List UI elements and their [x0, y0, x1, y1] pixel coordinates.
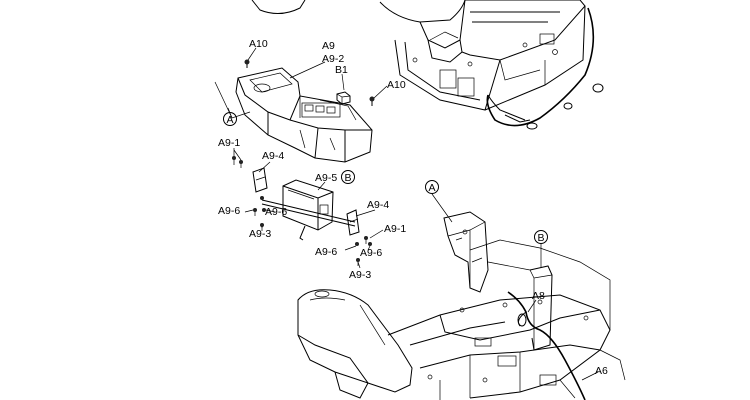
marker-b-right: B: [534, 230, 548, 244]
label-a8: A8: [532, 290, 545, 302]
callout-labels: A10 A9 A9-2 B1 A10 A9-1 A9-4 A9-5 A9-6 A…: [218, 38, 608, 377]
label-a6: A6: [595, 365, 608, 377]
screw-a10-right: [369, 96, 375, 106]
marker-b-mid-text: B: [344, 172, 351, 184]
label-a9-2: A9-2: [322, 53, 344, 65]
marker-b-right-text: B: [537, 232, 544, 244]
label-a9-3-right: A9-3: [349, 269, 371, 281]
marker-a-left: A: [223, 112, 237, 126]
screw-a10-top: [244, 59, 250, 68]
bracket-a9-4-left: [252, 167, 268, 193]
upper-frame-assembly: [251, 0, 604, 130]
label-a9-1-left: A9-1: [218, 137, 240, 149]
control-module-a9-5: [282, 179, 334, 241]
marker-a-right: A: [425, 180, 439, 194]
label-a9-6-left: A9-6: [265, 206, 287, 218]
label-a9-1-right: A9-1: [384, 223, 406, 235]
label-a9-5: A9-5: [315, 172, 337, 184]
label-a9-6-right-b: A9-6: [360, 247, 382, 259]
mounting-rod: [261, 199, 356, 227]
label-a10-top: A10: [249, 38, 268, 50]
label-a9-4-right: A9-4: [367, 199, 389, 211]
console-cover-a9: [235, 67, 373, 163]
bracket-a9-4-right: [346, 209, 360, 236]
lower-frame-assembly: [297, 211, 626, 400]
label-a9: A9: [322, 40, 335, 52]
marker-a-left-text: A: [226, 114, 233, 126]
switch-b1: [336, 91, 351, 105]
label-a9-6-right-a: A9-6: [315, 246, 337, 258]
label-b1: B1: [335, 64, 348, 76]
label-a9-6-far-left: A9-6: [218, 205, 240, 217]
hardware-left: [232, 156, 266, 231]
label-a10-right: A10: [387, 79, 406, 91]
hardware-right: [355, 236, 372, 266]
label-a9-3-left: A9-3: [249, 228, 271, 240]
marker-b-mid: B: [341, 170, 355, 184]
marker-a-right-text: A: [428, 182, 435, 194]
label-a9-4-left: A9-4: [262, 150, 284, 162]
